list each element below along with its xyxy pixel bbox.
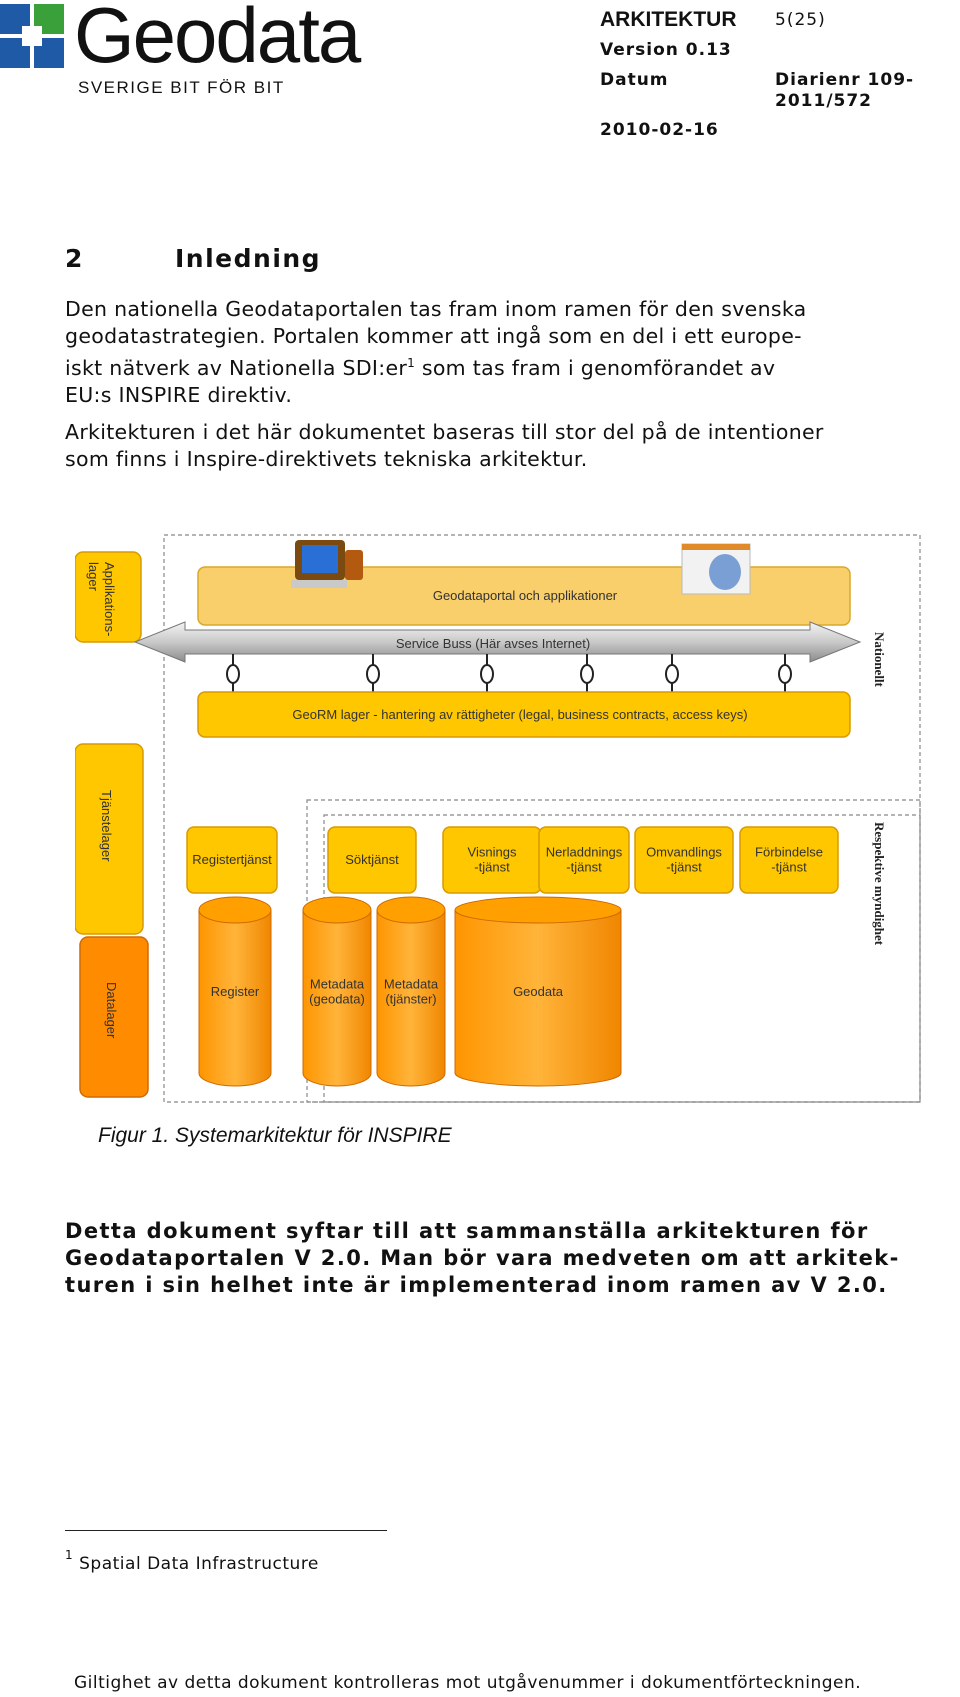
data-store-label: Register xyxy=(211,984,260,999)
service-label: Registertjänst xyxy=(192,852,272,867)
service-layer-label: Tjänstelager xyxy=(99,790,114,862)
data-store-label: Geodata xyxy=(513,984,564,999)
service-label: Söktjänst xyxy=(345,852,399,867)
data-store-cap xyxy=(376,896,446,924)
geodata-logo-icon xyxy=(0,4,64,68)
service-box xyxy=(327,826,417,894)
service-bus-label: Service Buss (Här avses Internet) xyxy=(396,636,590,651)
map-thumbnail-icon xyxy=(681,543,751,595)
data-layer-label: Datalager xyxy=(104,982,119,1039)
authority-frame xyxy=(323,814,921,1103)
section-heading: 2 Inledning xyxy=(65,244,321,273)
data-layer-box xyxy=(79,936,149,1098)
service-box xyxy=(739,826,839,894)
intro-line: EU:s INSPIRE direktiv. xyxy=(65,382,293,407)
footnote-divider xyxy=(65,1530,387,1531)
service-label: Omvandlings-tjänst xyxy=(646,845,722,875)
architecture-paragraph: Arkitekturen i det här dokumentet basera… xyxy=(65,419,895,473)
doc-version: Version 0.13 xyxy=(600,40,732,60)
diarienr-line1: Diarienr 109- xyxy=(775,70,915,90)
app-layer-label-2: lager xyxy=(86,562,101,592)
section-number: 2 xyxy=(65,244,84,273)
georm-label: GeoRM lager - hantering av rättigheter (… xyxy=(292,707,747,722)
architecture-line: som finns i Inspire-direktivets tekniska… xyxy=(65,447,588,471)
service-bus-arrow xyxy=(133,621,862,663)
computer-icon xyxy=(291,540,363,588)
doc-date: 2010-02-16 xyxy=(600,120,719,140)
service-layer-box xyxy=(75,743,144,935)
data-store-cylinder xyxy=(376,909,446,1087)
figure-caption: Figur 1. Systemarkitektur för INSPIRE xyxy=(98,1124,452,1147)
footnote-text: Spatial Data Infrastructure xyxy=(79,1554,319,1574)
page-number: 5(25) xyxy=(775,10,826,30)
data-store-cylinder xyxy=(454,909,622,1087)
portal-label: Geodataportal och applikationer xyxy=(433,588,618,603)
service-label: Visnings-tjänst xyxy=(468,845,517,875)
data-store-label: Metadata(tjänster) xyxy=(384,977,439,1007)
architecture-figure: Applikations- lager Tjänstelager Datalag… xyxy=(75,534,921,1103)
doc-type: ARKITEKTUR xyxy=(600,8,737,31)
section-title: Inledning xyxy=(175,244,322,273)
logo-tagline: SVERIGE BIT FÖR BIT xyxy=(78,78,285,97)
national-label: Nationellt xyxy=(872,632,887,688)
app-layer-box xyxy=(75,551,142,643)
data-store-cap xyxy=(454,896,622,924)
summary-line: Geodataportalen V 2.0. Man bör vara medv… xyxy=(65,1246,900,1270)
data-store-cylinder xyxy=(302,909,372,1087)
data-store-label: Metadata(geodata) xyxy=(309,977,365,1007)
georm-box xyxy=(197,691,851,738)
intro-line: Den nationella Geodataportalen tas fram … xyxy=(65,297,807,321)
summary-paragraph: Detta dokument syftar till att sammanstä… xyxy=(65,1218,905,1299)
architecture-line: Arkitekturen i det här dokumentet basera… xyxy=(65,420,824,444)
summary-line: Detta dokument syftar till att sammanstä… xyxy=(65,1219,869,1243)
logo-wordmark: Geodata xyxy=(74,0,361,79)
service-box xyxy=(186,826,278,894)
service-box xyxy=(634,826,734,894)
page-footer: Giltighet av detta dokument kontrolleras… xyxy=(74,1673,862,1693)
diarienr-line2: 2011/572 xyxy=(775,91,873,111)
intro-text: som tas fram i genomförandet av xyxy=(415,355,776,380)
data-store-cap xyxy=(198,896,272,924)
data-store-cylinder xyxy=(198,909,272,1087)
app-layer-label: Applikations- xyxy=(102,562,117,636)
intro-line: geodatastrategien. Portalen kommer att i… xyxy=(65,324,802,348)
bus-connectors xyxy=(226,654,792,692)
datum-label: Datum xyxy=(600,70,669,90)
data-store-cap xyxy=(302,896,372,924)
intro-line: iskt nätverk av Nationella SDI:er1 som t… xyxy=(65,350,895,382)
footnote-reference[interactable]: 1 xyxy=(407,356,416,370)
service-label: Nerladdnings-tjänst xyxy=(546,845,623,875)
service-box xyxy=(538,826,630,894)
intro-paragraph: Den nationella Geodataportalen tas fram … xyxy=(65,296,895,409)
footnote-number: 1 xyxy=(65,1548,74,1562)
authority-label: Respektive myndighet xyxy=(872,822,887,946)
footnote: 1 Spatial Data Infrastructure xyxy=(65,1548,319,1574)
service-label: Förbindelse-tjänst xyxy=(755,845,823,875)
summary-line: turen i sin helhet inte är implementerad… xyxy=(65,1273,888,1297)
intro-text: iskt nätverk av Nationella SDI:er xyxy=(65,355,408,380)
